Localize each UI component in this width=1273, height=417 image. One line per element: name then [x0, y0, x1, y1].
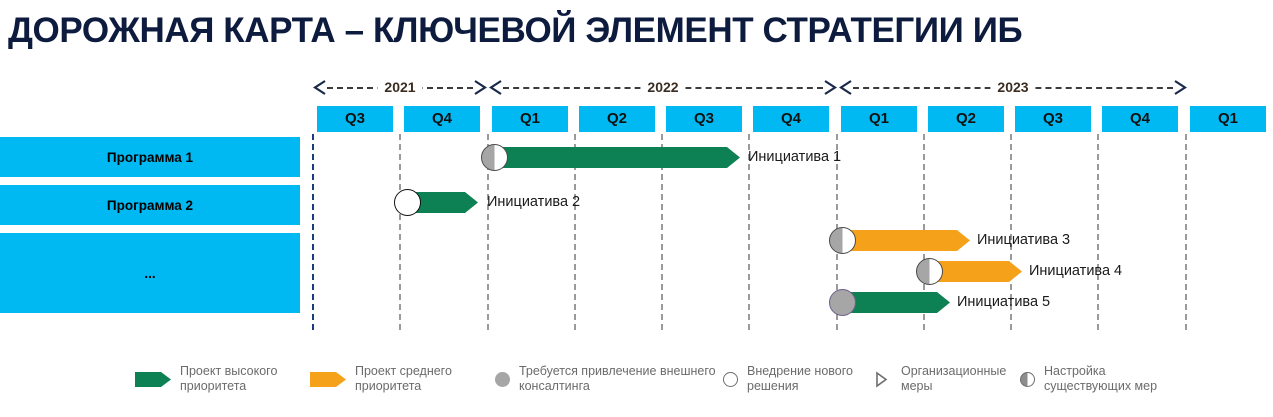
arrow-orange-icon	[310, 371, 346, 387]
legend-line-2: меры	[901, 379, 933, 393]
year-group-2022: 2022	[489, 76, 837, 100]
gridline-2023-q3	[1010, 134, 1012, 330]
legend-line-2: приоритета	[180, 379, 247, 393]
legend-item-high-priority: Проект высокого приоритета	[135, 364, 277, 394]
gridline-2022-q1	[487, 134, 489, 330]
page-title: ДОРОЖНАЯ КАРТА – КЛЮЧЕВОЙ ЭЛЕМЕНТ СТРАТЕ…	[8, 11, 1023, 50]
legend-label: Проект высокого приоритета	[180, 364, 277, 394]
bar-body	[490, 147, 727, 168]
arrow-right-icon	[473, 80, 487, 95]
marker-tune-existing-icon	[829, 227, 856, 254]
gridline-start	[312, 134, 314, 330]
legend-label: Требуется привлечение внешнего консалтин…	[519, 364, 716, 394]
bar-body	[925, 261, 1009, 282]
marker-new-solution-icon	[394, 189, 421, 216]
gridline-2024-q1	[1185, 134, 1187, 330]
legend-item-organizational-measures: Организационные меры	[875, 364, 1006, 394]
quarter-header-2021-q3[interactable]: Q3	[317, 106, 393, 132]
legend-label: Проект среднего приоритета	[355, 364, 452, 394]
year-band: 2021 2022 2023	[0, 76, 1273, 100]
gridline-2022-q3	[661, 134, 663, 330]
legend-line-1: Проект высокого	[180, 364, 278, 378]
legend-line-1: Организационные	[901, 364, 1007, 378]
bar-arrow-tip-icon	[1009, 261, 1022, 282]
program-row-2[interactable]: Программа 2	[0, 185, 300, 225]
quarter-header-2023-q4[interactable]: Q4	[1102, 106, 1178, 132]
initiative-label-4: Инициатива 4	[1029, 263, 1123, 279]
marker-tune-existing-icon	[916, 258, 943, 285]
legend-item-medium-priority: Проект среднего приоритета	[310, 364, 452, 394]
gridline-2022-q2	[574, 134, 576, 330]
arrow-left-icon	[489, 80, 503, 95]
year-label: 2022	[640, 76, 686, 98]
arrow-right-icon	[823, 80, 837, 95]
quarter-header-2023-q3[interactable]: Q3	[1015, 106, 1091, 132]
initiative-bar-1[interactable]	[481, 144, 740, 171]
year-label: 2021	[377, 76, 423, 98]
year-group-2023: 2023	[839, 76, 1187, 100]
quarter-header-2022-q3[interactable]: Q3	[666, 106, 742, 132]
arrow-left-icon	[313, 80, 327, 95]
bar-arrow-tip-icon	[957, 230, 970, 251]
dot-half-icon	[1020, 371, 1035, 387]
program-row-3[interactable]: ...	[0, 233, 300, 313]
initiative-bar-2[interactable]	[394, 189, 478, 216]
dot-hollow-icon	[723, 371, 738, 387]
initiative-bar-4[interactable]	[916, 258, 1022, 285]
arrow-right-icon	[1173, 80, 1187, 95]
bar-arrow-tip-icon	[937, 292, 950, 313]
initiative-bar-5[interactable]	[829, 289, 950, 316]
gridline-2021-q4	[399, 134, 401, 330]
marker-external-consulting-icon	[829, 289, 856, 316]
legend-label: Организационные меры	[901, 364, 1006, 394]
legend-line-2: существующих мер	[1044, 379, 1158, 393]
initiative-label-5: Инициатива 5	[957, 294, 1051, 310]
bar-arrow-tip-icon	[465, 192, 478, 213]
initiative-label-2: Инициатива 2	[487, 194, 581, 210]
quarter-header-2024-q1[interactable]: Q1	[1190, 106, 1266, 132]
quarter-header-2022-q1[interactable]: Q1	[492, 106, 568, 132]
quarter-header-2022-q4[interactable]: Q4	[753, 106, 829, 132]
quarter-header-2022-q2[interactable]: Q2	[579, 106, 655, 132]
legend-label: Настройка существующих мер	[1044, 364, 1157, 394]
arrow-left-icon	[839, 80, 853, 95]
gridline-2022-q4	[748, 134, 750, 330]
bar-body	[838, 230, 957, 251]
legend-line-1: Настройка	[1044, 364, 1106, 378]
dot-filled-icon	[495, 371, 510, 387]
year-label: 2023	[990, 76, 1036, 98]
program-row-1[interactable]: Программа 1	[0, 137, 300, 177]
quarter-header-2023-q2[interactable]: Q2	[928, 106, 1004, 132]
legend-label: Внедрение нового решения	[747, 364, 853, 394]
initiative-label-1: Инициатива 1	[748, 149, 842, 165]
legend-line-2: консалтинга	[519, 379, 590, 393]
legend-line-2: решения	[747, 379, 799, 393]
initiative-bar-3[interactable]	[829, 227, 970, 254]
year-group-2021: 2021	[313, 76, 487, 100]
legend-line-1: Требуется привлечение внешнего	[519, 364, 716, 378]
initiative-label-3: Инициатива 3	[977, 232, 1071, 248]
legend-item-new-solution: Внедрение нового решения	[723, 364, 853, 394]
legend-item-external-consulting: Требуется привлечение внешнего консалтин…	[495, 364, 716, 394]
legend-item-tune-existing: Настройка существующих мер	[1020, 364, 1157, 394]
marker-tune-existing-icon	[481, 144, 508, 171]
quarter-header-2023-q1[interactable]: Q1	[841, 106, 917, 132]
legend-line-2: приоритета	[355, 379, 422, 393]
quarter-header-2021-q4[interactable]: Q4	[404, 106, 480, 132]
arrow-green-icon	[135, 371, 171, 387]
bar-arrow-tip-icon	[727, 147, 740, 168]
legend-line-1: Внедрение нового	[747, 364, 853, 378]
legend-line-1: Проект среднего	[355, 364, 452, 378]
gridline-2023-q4	[1097, 134, 1099, 330]
arrow-outline-icon	[875, 370, 892, 388]
bar-body	[838, 292, 937, 313]
